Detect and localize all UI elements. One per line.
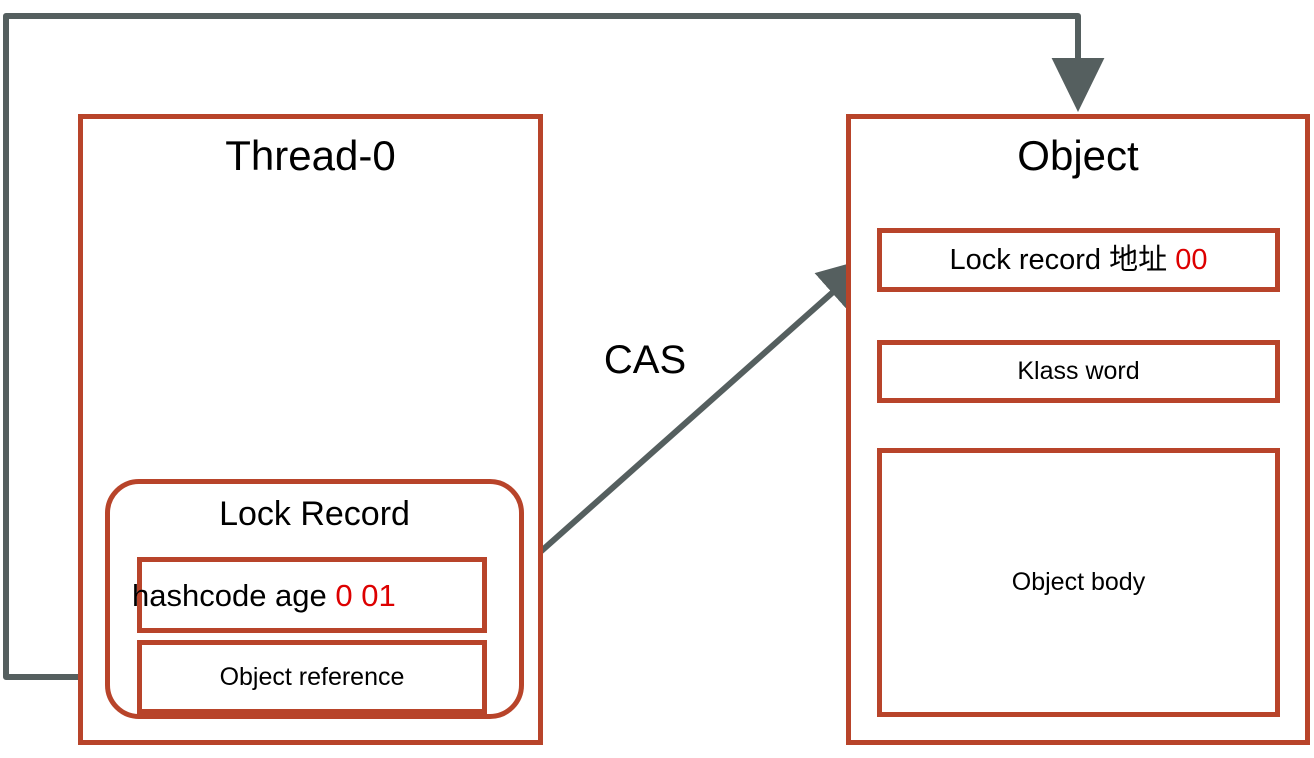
object-klass-word-row: Klass word xyxy=(877,340,1280,403)
lock-record-object-reference-row: Object reference xyxy=(137,640,487,714)
object-mark-word-text: Lock record 地址 00 xyxy=(949,243,1208,276)
lock-record-title: Lock Record xyxy=(219,495,410,533)
object-body-row: Object body xyxy=(877,448,1280,717)
object-mark-word-highlight: 00 xyxy=(1175,243,1208,276)
cas-double-arrow-line xyxy=(448,257,873,638)
object-mark-word-row: Lock record 地址 00 xyxy=(877,228,1280,292)
klass-word-text: Klass word xyxy=(1017,357,1140,385)
mark-word-plain: hashcode age xyxy=(132,577,336,613)
mark-word-text: hashcode age 0 01 xyxy=(132,580,396,611)
thread-panel-title: Thread-0 xyxy=(225,132,396,179)
object-panel-title: Object xyxy=(1017,132,1139,179)
lock-record-mark-word-row: hashcode age 0 01 xyxy=(132,557,487,633)
mark-word-highlight: 0 01 xyxy=(335,577,396,613)
object-mark-word-plain: Lock record 地址 xyxy=(949,243,1176,276)
object-reference-text: Object reference xyxy=(219,662,405,691)
object-body-text: Object body xyxy=(1011,568,1146,596)
cas-label: CAS xyxy=(603,338,687,382)
